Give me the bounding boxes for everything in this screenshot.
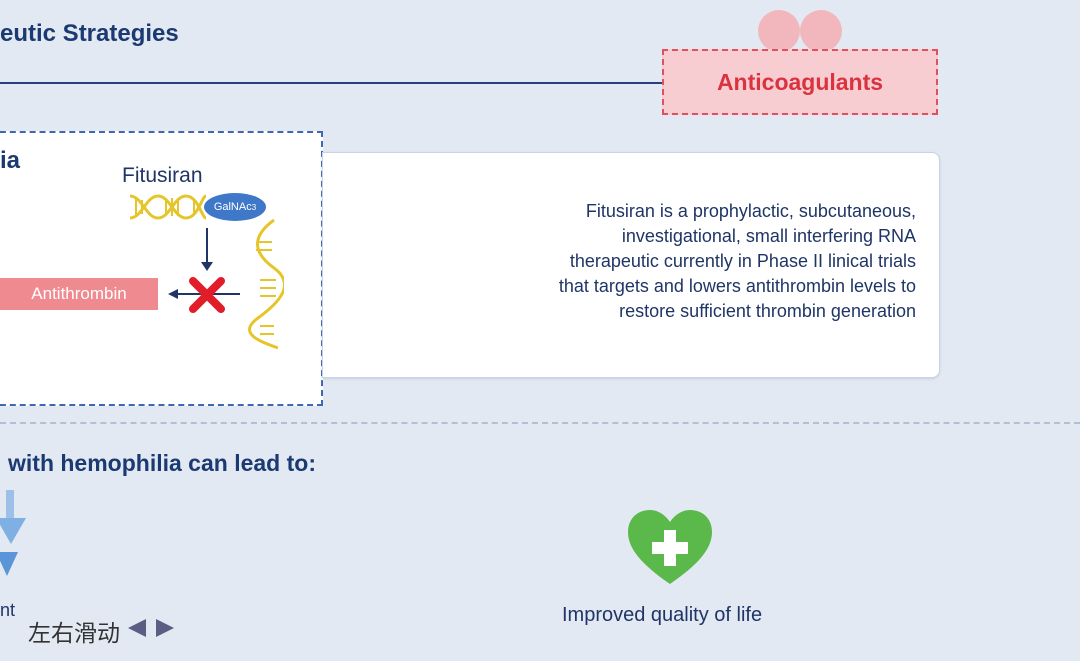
downward-arrows-icon (0, 490, 26, 576)
swipe-hint-text: 左右滑动 (28, 620, 120, 646)
sirna-duplex-icon (129, 194, 207, 220)
decorative-dots (758, 10, 844, 52)
dot-left (758, 10, 800, 52)
blocked-cross-icon (189, 277, 225, 313)
outcomes-heading: with hemophilia can lead to: (8, 450, 316, 476)
description-line: therapeutic currently in Phase II linica… (569, 251, 916, 271)
mechanism-panel (0, 131, 323, 406)
triangle-right-icon (156, 619, 174, 637)
category-tag-label: Anticoagulants (716, 68, 884, 95)
swipe-left-button[interactable] (126, 617, 148, 645)
section-divider (0, 422, 1080, 424)
galnac-label: GalNAc (213, 201, 252, 213)
target-label: Antithrombin (31, 284, 127, 303)
dot-right (800, 10, 842, 52)
galnac-subscript: 3 (251, 202, 257, 212)
down-arrow-icon (201, 228, 213, 271)
section-title: eutic Strategies (0, 20, 179, 47)
description-line: restore sufficient thrombin generation (619, 301, 916, 321)
drug-name-label: Fitusiran (122, 164, 203, 187)
description-text: Fitusiran is a prophylactic, subcutaneou… (470, 199, 916, 324)
target-antithrombin-bar: Antithrombin (0, 278, 158, 310)
heart-plus-icon (628, 510, 712, 584)
partial-outcome-label: nt (0, 600, 16, 620)
description-card (322, 152, 940, 378)
description-line: Fitusiran is a prophylactic, subcutaneou… (585, 201, 916, 221)
mrna-strand-icon (248, 218, 284, 350)
mechanism-panel-title: ia (0, 147, 21, 174)
triangle-left-icon (128, 619, 146, 637)
swipe-hint: 左右滑动 (28, 614, 176, 648)
category-tag-anticoagulants[interactable]: Anticoagulants (662, 49, 938, 115)
description-line: investigational, small interfering RNA (621, 226, 916, 246)
header-divider (0, 82, 665, 84)
benefit-label: Improved quality of life (562, 604, 763, 626)
swipe-right-button[interactable] (154, 617, 176, 645)
description-line: that targets and lowers antithrombin lev… (558, 276, 916, 296)
